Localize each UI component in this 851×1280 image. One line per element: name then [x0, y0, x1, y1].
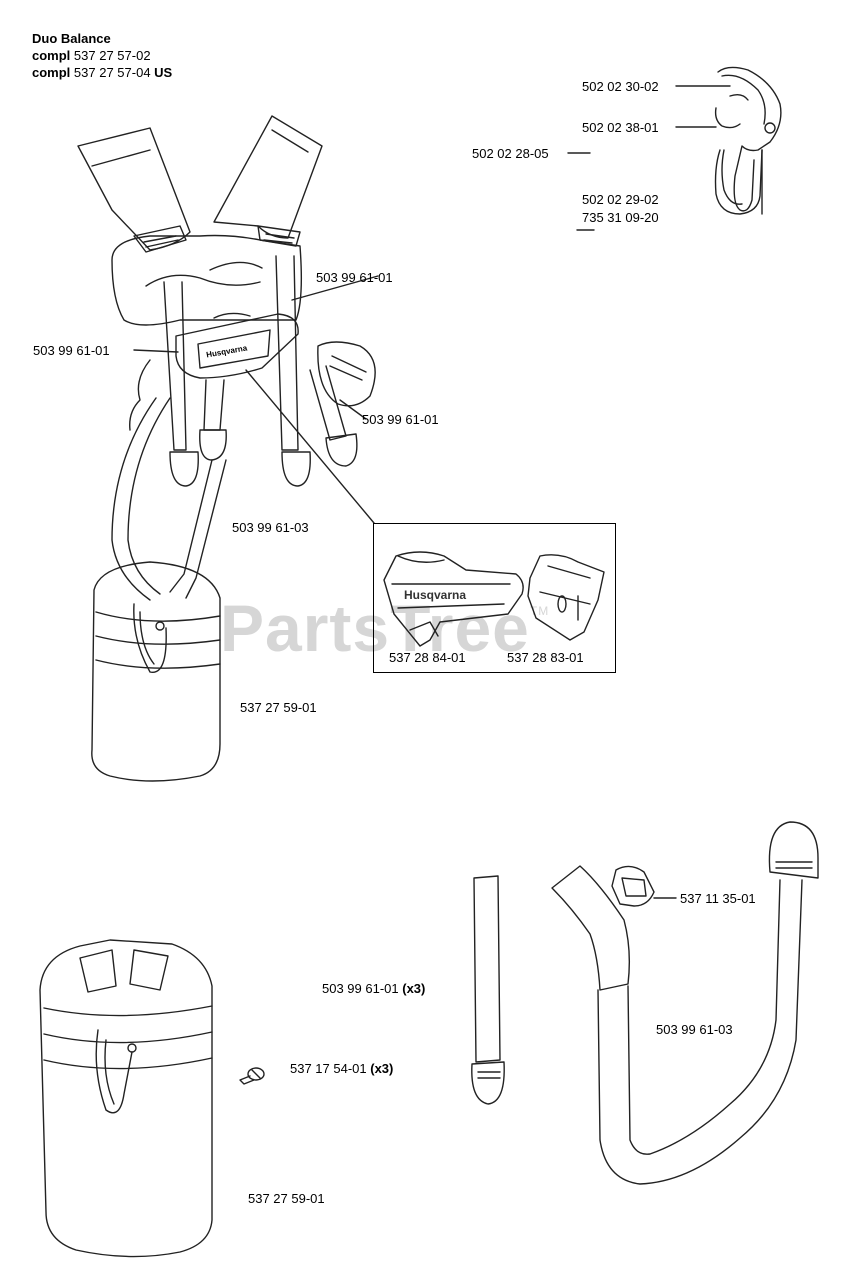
harness-leaders [133, 275, 379, 524]
title-compl-label-1: compl [32, 48, 71, 63]
detail-inset-box [373, 523, 616, 673]
part-label-strap-x3: 503 99 61-01 (x3) [322, 981, 425, 996]
title-compl-1: compl 537 27 57-02 [32, 47, 172, 64]
title-compl-suffix: US [154, 65, 173, 80]
part-label-502-02-38-01: 502 02 38-01 [582, 120, 659, 135]
part-label-strap-left: 503 99 61-01 [33, 343, 110, 358]
screw-part [239, 1067, 265, 1085]
part-label-537-28-83-01: 537 28 83-01 [507, 650, 584, 665]
harness-assembly [77, 115, 376, 601]
part-label-bag-upper: 537 27 59-01 [240, 700, 317, 715]
detail-logo-text: Husqvarna [404, 588, 467, 602]
title-compl-number-2: 537 27 57-04 [73, 65, 151, 80]
part-label-537-11-35-01: 537 11 35-01 [680, 891, 756, 906]
part-label-strap-right: 503 99 61-01 [316, 270, 393, 285]
part-label-502-02-29-02: 502 02 29-02 [582, 192, 659, 207]
title-compl-2: compl 537 27 57-04 US [32, 64, 172, 81]
part-label-502-02-28-05: 502 02 28-05 [472, 146, 549, 161]
clip-leaders [567, 85, 731, 231]
part-label-hose-upper: 503 99 61-03 [232, 520, 309, 535]
title-compl-label-2: compl [32, 65, 71, 80]
detail-parts [383, 551, 605, 647]
clip-assembly [714, 66, 782, 215]
watermark-text: PartsTree [220, 591, 530, 665]
watermark: PartsTreeTM [220, 590, 549, 666]
part-label-screw-x3: 537 17 54-01 (x3) [290, 1061, 393, 1076]
title-compl-number-1: 537 27 57-02 [73, 48, 151, 63]
buckle-part [611, 865, 655, 907]
part-number-screw: 537 17 54-01 [290, 1061, 367, 1076]
strap-part [471, 875, 505, 1105]
bag-lower [39, 939, 213, 1258]
part-label-hose-lower: 503 99 61-03 [656, 1022, 733, 1037]
part-label-bag-lower: 537 27 59-01 [248, 1191, 325, 1206]
part-label-strap-hip: 503 99 61-01 [362, 412, 439, 427]
bag-upper [91, 561, 221, 782]
part-number-strap: 503 99 61-01 [322, 981, 399, 996]
diagram-title: Duo Balance compl 537 27 57-02 compl 537… [32, 30, 172, 81]
hose-part [551, 821, 819, 1185]
title-product: Duo Balance [32, 31, 111, 46]
part-label-537-28-84-01: 537 28 84-01 [389, 650, 466, 665]
part-label-502-02-30-02: 502 02 30-02 [582, 79, 659, 94]
part-qty-strap: (x3) [402, 981, 426, 996]
part-label-735-31-09-20: 735 31 09-20 [582, 210, 659, 225]
part-qty-screw: (x3) [370, 1061, 394, 1076]
